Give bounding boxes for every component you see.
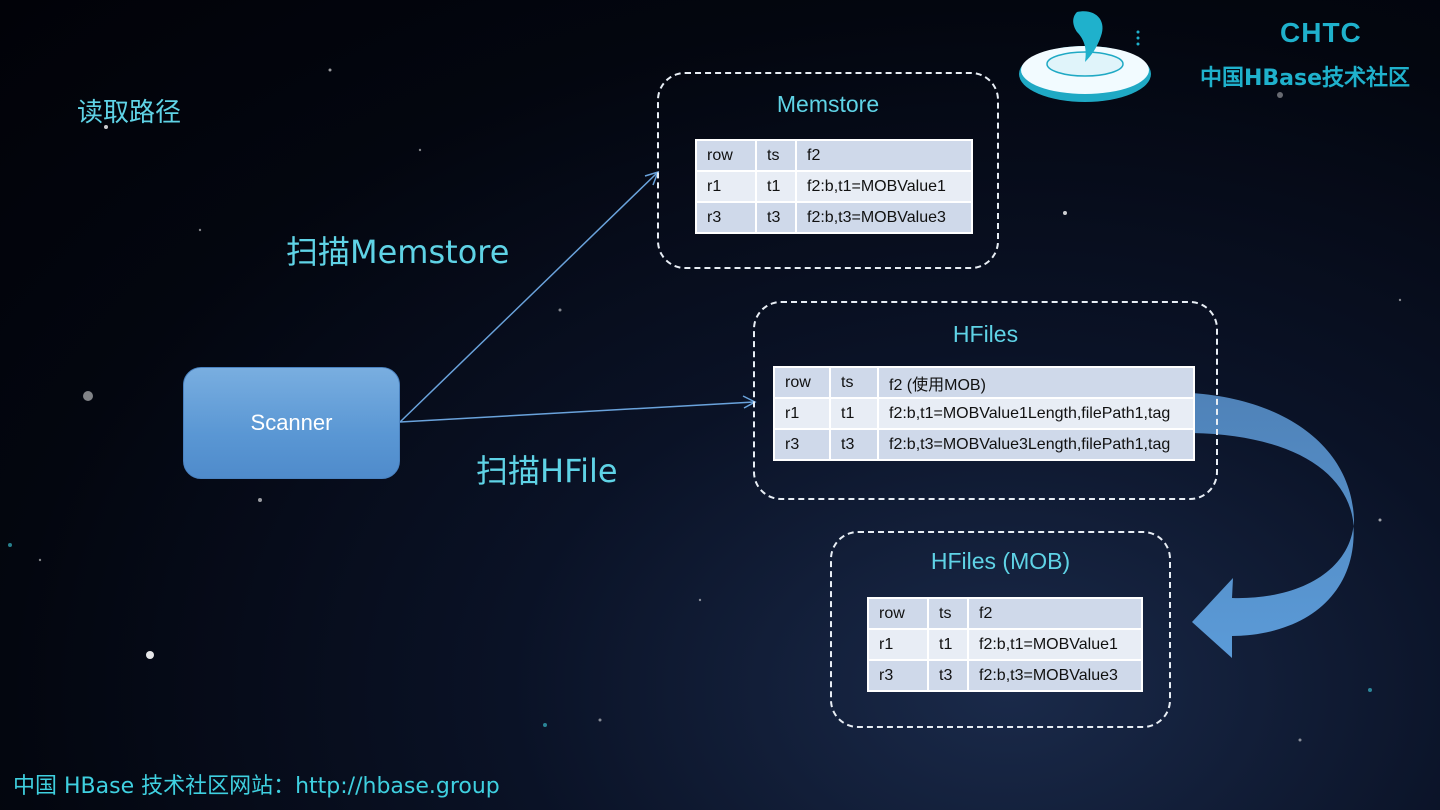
table-row: row ts f2 (使用MOB) (773, 366, 1195, 399)
arrow-to-hfiles (399, 395, 757, 423)
hfiles-table: row ts f2 (使用MOB) r1 t1 f2:b,t1=MOBValue… (773, 366, 1195, 461)
page-title: 读取路径 (77, 98, 182, 128)
edge-label-scan-memstore: 扫描Memstore (286, 233, 510, 271)
hfiles-title: HFiles (952, 321, 1019, 347)
memstore-title: Memstore (776, 91, 880, 117)
table-row: row ts f2 (867, 597, 1143, 630)
brand-name-cn: 中国HBase技术社区 (1200, 66, 1411, 91)
table-row: r1 t1 f2:b,t1=MOBValue1 (867, 628, 1143, 661)
orca-whale-logo (1019, 11, 1151, 102)
hfiles-mob-container: HFiles (MOB) row ts f2 r1 t1 f2:b,t1=MOB… (830, 531, 1171, 728)
table-row: r3 t3 f2:b,t3=MOBValue3 (867, 659, 1143, 692)
table-row: r3 t3 f2:b,t3=MOBValue3Length,filePath1,… (773, 428, 1195, 461)
table-row: r3 t3 f2:b,t3=MOBValue3 (695, 201, 973, 234)
scanner-node: Scanner (183, 367, 400, 479)
footer-website: 中国 HBase 技术社区网站：http://hbase.group (13, 774, 500, 799)
hfiles-container: HFiles row ts f2 (使用MOB) r1 t1 f2:b,t1=M… (753, 301, 1218, 500)
table-row: r1 t1 f2:b,t1=MOBValue1Length,filePath1,… (773, 397, 1195, 430)
hfiles-mob-table: row ts f2 r1 t1 f2:b,t1=MOBValue1 r3 t3 … (867, 597, 1143, 692)
table-row: r1 t1 f2:b,t1=MOBValue1 (695, 170, 973, 203)
hfiles-mob-title: HFiles (MOB) (930, 548, 1071, 574)
brand-name-en: CHTC (1280, 17, 1362, 48)
scanner-label: Scanner (250, 410, 333, 435)
edge-label-scan-hfile: 扫描HFile (476, 452, 618, 490)
memstore-table: row ts f2 r1 t1 f2:b,t1=MOBValue1 r3 t3 … (695, 139, 973, 234)
curved-arrow-to-mob (1192, 393, 1354, 658)
table-row: row ts f2 (695, 139, 973, 172)
memstore-container: Memstore row ts f2 r1 t1 f2:b,t1=MOBValu… (657, 72, 999, 269)
arrow-to-memstore (399, 170, 660, 423)
